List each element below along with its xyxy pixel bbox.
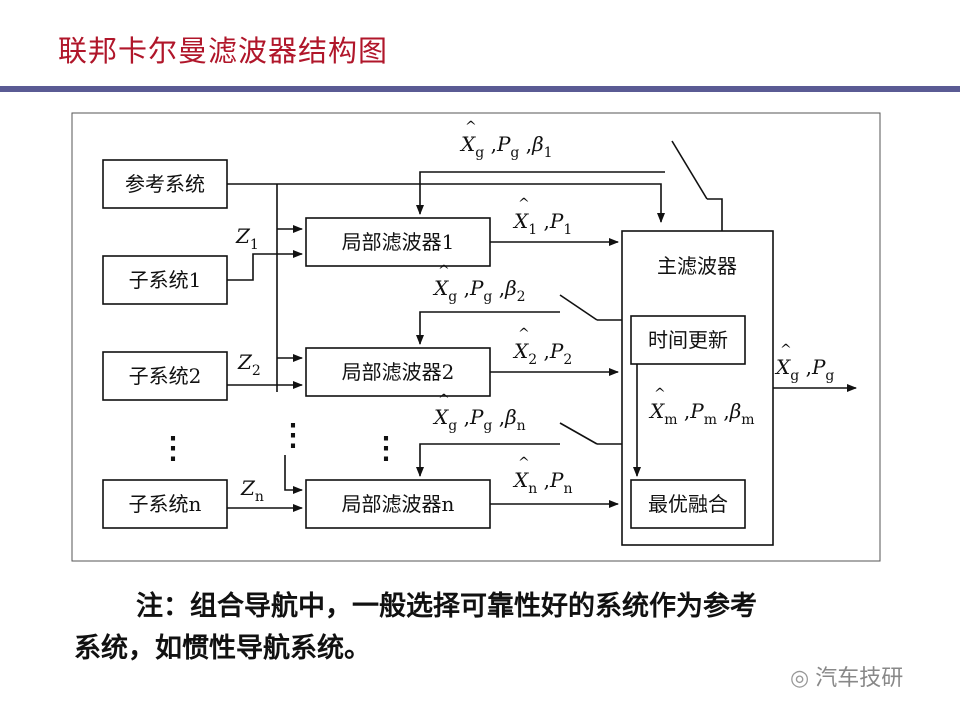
wechat-icon: ◎ bbox=[790, 666, 810, 691]
feedback-2-label: ^ Xg ,Pg ,β2 bbox=[432, 263, 526, 305]
svg-text:Xg ,Pg ,β2: Xg ,Pg ,β2 bbox=[432, 276, 526, 305]
z1-arrow bbox=[227, 250, 303, 281]
footnote-line-1: 注：组合导航中，一般选择可靠性好的系统作为参考 bbox=[136, 591, 757, 622]
subsystem-n-label: 子系统n bbox=[129, 492, 202, 516]
feedback-n-arrow bbox=[416, 443, 560, 477]
zn-label: Zn bbox=[240, 476, 264, 505]
feedback-1-switch bbox=[671, 140, 708, 200]
master-estimate-label: ^ Xm ,Pm ,βm bbox=[648, 386, 755, 428]
svg-text:^: ^ bbox=[654, 386, 666, 402]
watermark-text: 汽车技研 bbox=[815, 666, 904, 691]
filter-ellipsis: ⋮ bbox=[371, 431, 401, 466]
svg-text:Xn ,Pn: Xn ,Pn bbox=[512, 468, 573, 497]
out-1-label: ^ X1 ,P1 bbox=[512, 196, 572, 238]
svg-text:^: ^ bbox=[465, 119, 477, 135]
footnote: 注：组合导航中，一般选择可靠性好的系统作为参考 系统，如惯性导航系统。 bbox=[74, 586, 894, 670]
svg-text:X1 ,P1: X1 ,P1 bbox=[512, 209, 572, 238]
time-update-box bbox=[630, 315, 746, 365]
svg-text:Xg ,Pg ,β1: Xg ,Pg ,β1 bbox=[459, 132, 553, 161]
bus-ellipsis: ⋮ bbox=[278, 418, 308, 453]
z1-label: Z1 bbox=[235, 224, 259, 253]
feedback-n-switch bbox=[559, 422, 598, 445]
local-filter-1-label: 局部滤波器1 bbox=[342, 230, 455, 254]
svg-text:^: ^ bbox=[518, 326, 530, 342]
svg-text:^: ^ bbox=[518, 196, 530, 212]
svg-text:^: ^ bbox=[518, 455, 530, 471]
page-title: 联邦卡尔曼滤波器结构图 bbox=[58, 34, 389, 68]
out-n-label: ^ Xn ,Pn bbox=[512, 455, 573, 497]
feedback-1-line-a bbox=[707, 198, 723, 231]
ref-to-lfn-arrow bbox=[284, 455, 303, 494]
diagram-frame bbox=[71, 112, 881, 562]
subsystem-1-label: 子系统1 bbox=[129, 268, 202, 292]
svg-text:Xg ,Pg: Xg ,Pg bbox=[774, 355, 834, 384]
z2-label: Z2 bbox=[237, 350, 261, 379]
subsystem-ellipsis: ⋮ bbox=[158, 431, 188, 466]
feedback-2-arrow bbox=[416, 311, 560, 345]
subsystem-2-label: 子系统2 bbox=[129, 364, 202, 388]
optimal-fusion-label: 最优融合 bbox=[648, 492, 728, 516]
watermark: ◎汽车技研 bbox=[790, 660, 903, 692]
svg-text:Xg ,Pg ,βn: Xg ,Pg ,βn bbox=[432, 405, 526, 434]
subsystem-n-box bbox=[102, 479, 228, 529]
feedback-1-label: ^ Xg ,Pg ,β1 bbox=[459, 119, 553, 161]
ref-system-label: 参考系统 bbox=[125, 172, 205, 196]
time-update-label: 时间更新 bbox=[648, 328, 728, 352]
svg-text:Xm ,Pm ,βm: Xm ,Pm ,βm bbox=[648, 399, 755, 428]
feedback-1-arrow bbox=[416, 171, 665, 215]
svg-text:^: ^ bbox=[780, 342, 792, 358]
ref-to-main-arrow bbox=[227, 183, 665, 223]
feedback-2-switch bbox=[559, 294, 598, 321]
feedback-n-label: ^ Xg ,Pg ,βn bbox=[432, 392, 526, 434]
out-2-label: ^ X2 ,P2 bbox=[512, 326, 572, 368]
global-out-label: ^ Xg ,Pg bbox=[774, 342, 834, 384]
svg-text:^: ^ bbox=[438, 392, 450, 408]
svg-text:X2 ,P2: X2 ,P2 bbox=[512, 339, 572, 368]
subsystem-2-box bbox=[102, 351, 228, 401]
title-divider bbox=[0, 86, 960, 92]
local-filter-2-label: 局部滤波器2 bbox=[342, 360, 455, 384]
footnote-line-2: 系统，如惯性导航系统。 bbox=[74, 633, 371, 664]
optimal-fusion-box bbox=[630, 479, 746, 529]
local-filter-n-label: 局部滤波器n bbox=[342, 492, 455, 516]
main-filter-label: 主滤波器 bbox=[657, 254, 737, 278]
svg-text:^: ^ bbox=[438, 263, 450, 279]
